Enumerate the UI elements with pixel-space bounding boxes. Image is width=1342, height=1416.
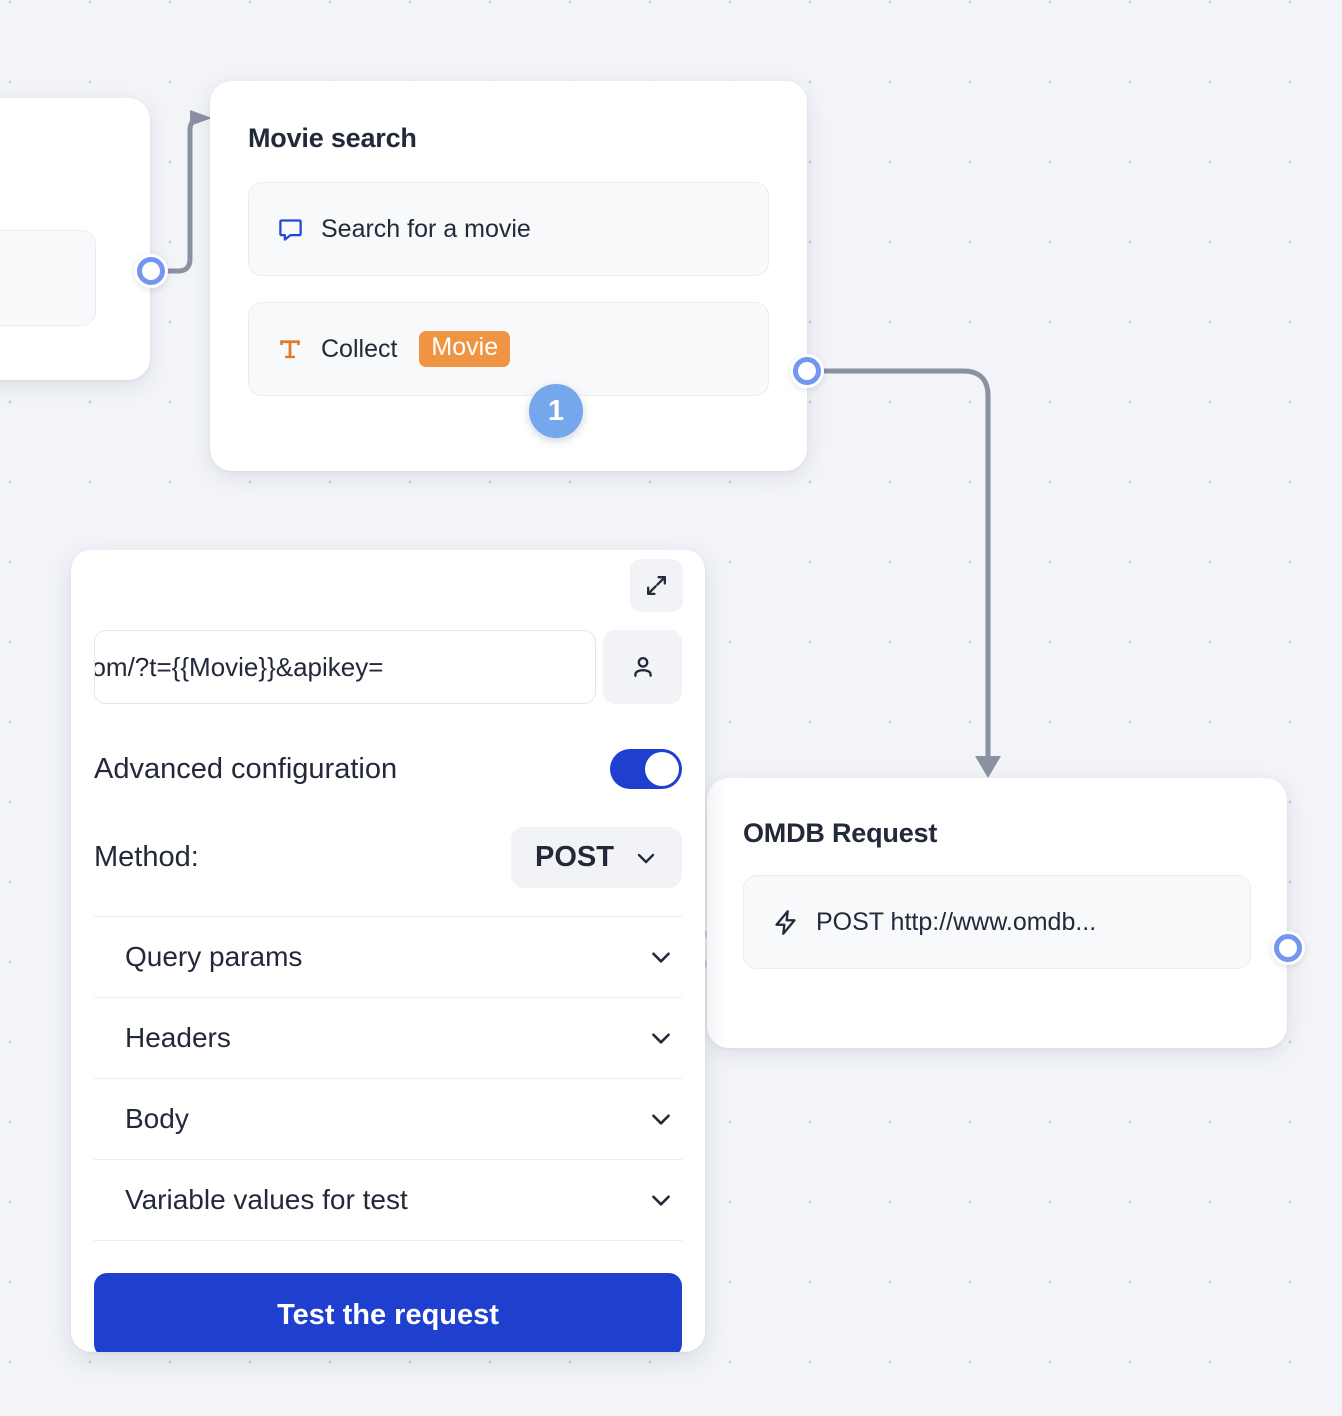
request-url-input[interactable]: pi.com/?t={{Movie}}&apikey=: [94, 630, 596, 704]
node-row-collect-movie[interactable]: Collect Movie: [248, 302, 769, 396]
method-value: POST: [535, 841, 614, 873]
test-the-request-button[interactable]: Test the request: [94, 1273, 682, 1352]
expand-diagonal-icon-button[interactable]: [630, 559, 683, 612]
node-row-search-for-a-movie[interactable]: Search for a movie: [248, 182, 769, 276]
variable-chip-movie[interactable]: Movie: [419, 331, 511, 367]
person-icon-button[interactable]: [603, 630, 682, 704]
node-title-movie-search: Movie search: [248, 123, 417, 153]
upstream-node-partial[interactable]: [0, 98, 150, 380]
url-row[interactable]: pi.com/?t={{Movie}}&apikey=: [94, 630, 682, 704]
upstream-node-row[interactable]: [0, 230, 96, 326]
method-label: Method:: [94, 841, 199, 873]
node-row-label: POST http://www.omdb...: [816, 907, 1097, 936]
port-upstream-output[interactable]: [134, 254, 168, 288]
advanced-configuration-toggle[interactable]: [610, 749, 682, 789]
port-movie-search-output[interactable]: [790, 354, 824, 388]
port-omdb-request-output[interactable]: [1271, 931, 1305, 965]
section-headers[interactable]: Headers: [94, 998, 682, 1079]
chevron-down-icon: [634, 846, 658, 870]
chat-bubble-icon: [275, 216, 305, 243]
section-variable-values-for-test[interactable]: Variable values for test: [94, 1160, 682, 1241]
node-movie-search[interactable]: Movie search Search for a movie Collect: [210, 81, 807, 471]
request-config-panel[interactable]: pi.com/?t={{Movie}}&apikey= Advanced con…: [71, 550, 705, 1352]
chevron-down-icon: [648, 944, 674, 970]
section-label: Body: [125, 1103, 189, 1134]
section-label: Headers: [125, 1022, 231, 1053]
advanced-configuration-label: Advanced configuration: [94, 752, 398, 785]
section-label: Query params: [125, 941, 303, 972]
node-title-omdb-request: OMDB Request: [743, 818, 938, 848]
chevron-down-icon: [648, 1025, 674, 1051]
lightning-bolt-icon: [770, 909, 800, 936]
section-query-params[interactable]: Query params: [94, 917, 682, 998]
chevron-down-icon: [648, 1106, 674, 1132]
section-label: Variable values for test: [125, 1184, 408, 1215]
node-row-label: Search for a movie: [321, 214, 531, 243]
node-row-label: Collect: [321, 334, 398, 363]
method-row: Method: POST: [94, 827, 682, 917]
chevron-down-icon: [648, 1187, 674, 1213]
node-row-post-request[interactable]: POST http://www.omdb...: [743, 875, 1251, 969]
step-badge-1: 1: [529, 384, 583, 438]
text-type-icon: [275, 336, 305, 362]
method-select[interactable]: POST: [511, 827, 682, 888]
request-url-value: pi.com/?t={{Movie}}&apikey=: [94, 651, 384, 682]
node-omdb-request[interactable]: OMDB Request POST http://www.omdb...: [707, 778, 1287, 1048]
toggle-knob: [645, 752, 679, 786]
section-body[interactable]: Body: [94, 1079, 682, 1160]
advanced-configuration-row[interactable]: Advanced configuration: [94, 749, 682, 789]
